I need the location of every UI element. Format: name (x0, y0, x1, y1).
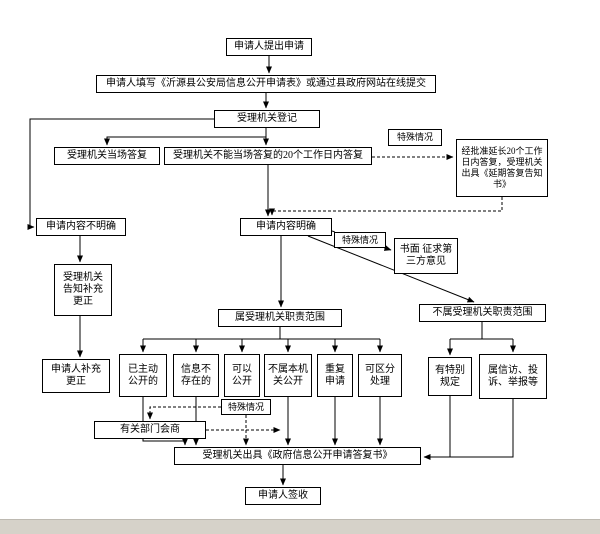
node-special-provision: 有特别规定 (428, 357, 472, 396)
node-special-case-2: 特殊情况 (334, 232, 386, 248)
dashed-connectors (147, 154, 503, 446)
node-sign-receive: 申请人签收 (245, 487, 321, 505)
node-out-scope: 不属受理机关职责范围 (419, 304, 546, 322)
node-applicant-supplement: 申请人补充更正 (42, 359, 110, 393)
node-clear-content: 申请内容明确 (240, 218, 332, 236)
node-petition-complaint: 属信访、投诉、举报等 (479, 354, 547, 399)
node-issue-reply: 受理机关出具《政府信息公开申请答复书》 (174, 447, 421, 465)
node-extension-notice: 经批准延长20个工作日内答复，受理机关出具《延期答复告知书》 (456, 139, 548, 197)
node-reply-onsite: 受理机关当场答复 (54, 147, 160, 165)
node-submit: 申请人提出申请 (226, 38, 312, 56)
node-special-case-1: 特殊情况 (388, 129, 442, 146)
solid-connectors (27, 56, 516, 486)
node-register: 受理机关登记 (214, 110, 320, 128)
node-not-this-org: 不属本机关公开 (264, 354, 312, 397)
node-unclear-content: 申请内容不明确 (36, 218, 126, 236)
node-already-public: 已主动公开的 (119, 354, 167, 397)
node-in-scope: 属受理机关职责范围 (218, 309, 342, 327)
node-can-disclose: 可以公开 (224, 354, 260, 397)
node-special-case-3: 特殊情况 (221, 399, 271, 415)
node-department-consult: 有关部门会商 (94, 421, 206, 439)
node-fill-form: 申请人填写《沂源县公安局信息公开申请表》或通过县政府网站在线提交 (96, 75, 436, 93)
node-notify-supplement: 受理机关告知补充更正 (54, 264, 112, 316)
node-third-party-opinion: 书面 征求第三方意见 (394, 238, 458, 274)
node-reply-20days: 受理机关不能当场答复的20个工作日内答复 (164, 147, 372, 165)
node-separable-handling: 可区分处理 (358, 354, 402, 397)
node-info-not-exist: 信息不存在的 (173, 354, 219, 397)
window-bottom-strip (0, 519, 600, 534)
node-repeat-apply: 重复申请 (317, 354, 353, 397)
